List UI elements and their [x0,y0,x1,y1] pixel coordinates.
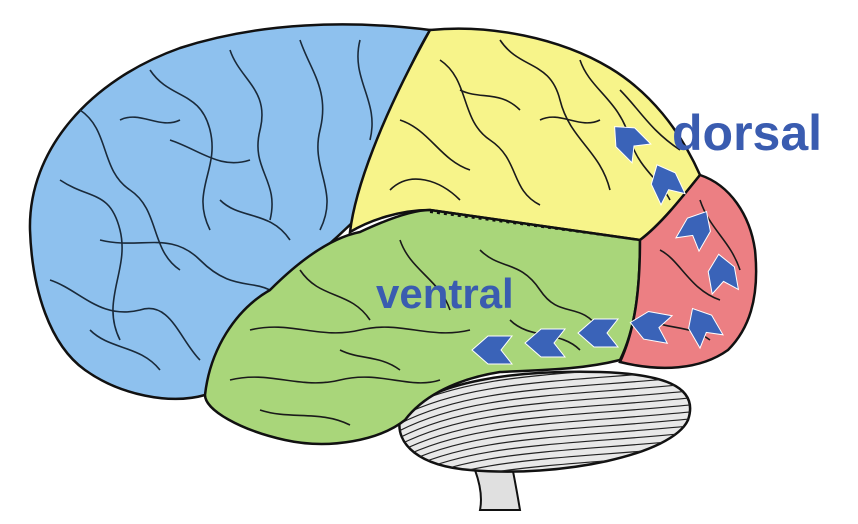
dorsal-arrow [688,307,724,350]
ventral-label: ventral [376,270,514,317]
dorsal-stream-arrows [614,126,740,350]
cerebellum-fold [399,417,691,469]
parietal-lobe [348,27,702,242]
dotted-boundary [429,211,641,241]
cerebellum-fold [399,389,691,441]
dorsal-label: dorsal [672,105,822,161]
ventral-arrow [524,328,567,358]
cerebellum-fold [399,396,691,448]
cerebellum-fold [399,382,691,434]
dorsal-arrow [707,253,740,296]
cerebellum-fold [399,375,691,427]
cerebellum-fold [399,410,691,462]
ventral-arrow [471,335,514,365]
ventral-arrow [577,318,620,348]
cerebellum-fold [399,403,691,455]
cerebellum-fold [399,438,691,472]
frontal-lobe [28,23,433,401]
ventral-stream-arrows [471,310,674,365]
dorsal-arrow [650,164,686,206]
dorsal-arrow [614,126,652,164]
ventral-arrow [629,310,674,344]
temporal-lobe [203,208,642,446]
dorsal-arrow [675,210,711,253]
